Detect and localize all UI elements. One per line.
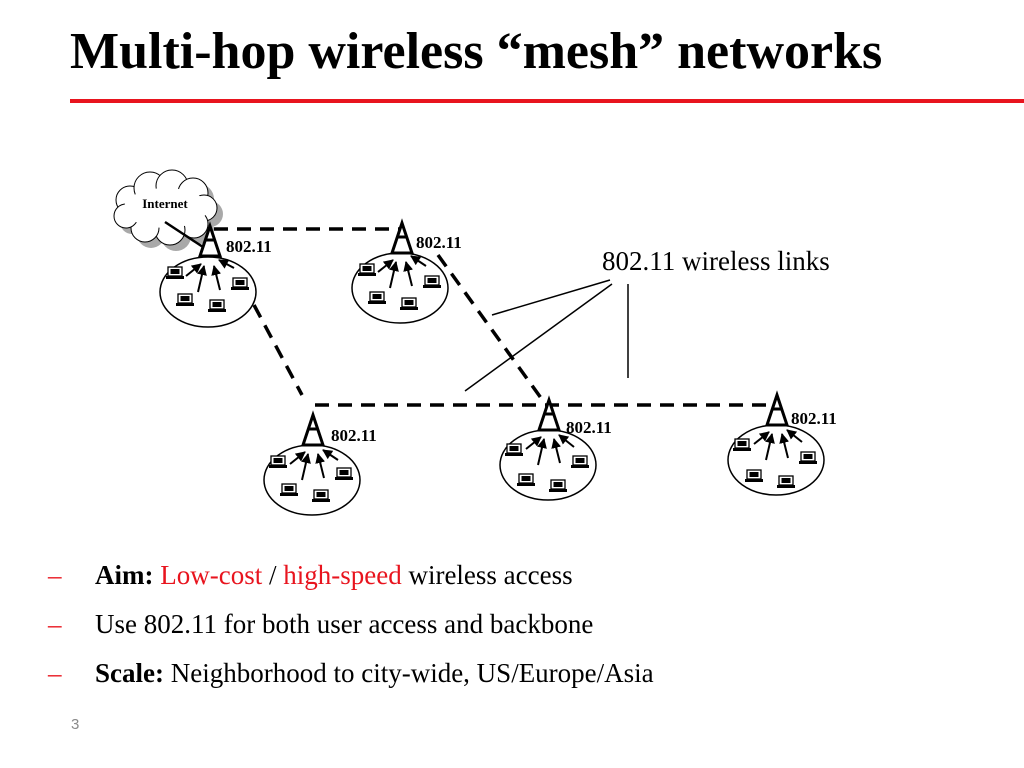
laptop-icon bbox=[230, 277, 250, 291]
laptop-icon bbox=[279, 483, 299, 497]
node-label: 802.11 bbox=[566, 418, 612, 437]
antenna-tower-icon bbox=[390, 221, 414, 255]
bullet-dash: – bbox=[48, 609, 62, 639]
callout-lines bbox=[464, 279, 629, 392]
laptop-icon bbox=[798, 451, 818, 465]
bullet-dash: – bbox=[48, 658, 62, 688]
mesh-node: 802.11 bbox=[351, 221, 462, 324]
backbone-link bbox=[252, 304, 304, 396]
laptop-icon bbox=[367, 291, 387, 305]
bullet-text: wireless access bbox=[408, 560, 573, 590]
slide-title: Multi-hop wireless “mesh” networks bbox=[70, 23, 883, 80]
laptop-icon bbox=[422, 275, 442, 289]
mesh-node: 802.11 bbox=[727, 393, 837, 496]
node-label: 802.11 bbox=[226, 237, 272, 256]
laptop-icon bbox=[744, 469, 764, 483]
node-label: 802.11 bbox=[416, 233, 462, 252]
node-label: 802.11 bbox=[331, 426, 377, 445]
internet-label: Internet bbox=[142, 196, 188, 211]
laptop-icon bbox=[357, 263, 377, 277]
laptop-icon bbox=[311, 489, 331, 503]
laptop-icon bbox=[399, 297, 419, 311]
antenna-tower-icon bbox=[765, 393, 789, 427]
node-label: 802.11 bbox=[791, 409, 837, 428]
laptop-icon bbox=[732, 438, 752, 452]
highlight-text: Low-cost bbox=[160, 560, 263, 590]
separator: / bbox=[268, 560, 277, 590]
page-number: 3 bbox=[71, 716, 80, 733]
bullet-text: Neighborhood to city-wide, US/Europe/Asi… bbox=[170, 658, 654, 688]
laptop-icon bbox=[504, 443, 524, 457]
bullet-list: – Aim: Low-cost / high-speed wireless ac… bbox=[48, 556, 654, 703]
laptop-icon bbox=[570, 455, 590, 469]
bullet-item: – Use 802.11 for both user access and ba… bbox=[48, 605, 654, 654]
bullet-item: – Scale: Neighborhood to city-wide, US/E… bbox=[48, 654, 654, 703]
bullet-heading: Aim: bbox=[95, 560, 154, 590]
mesh-node: 802.11 bbox=[499, 398, 612, 501]
laptop-icon bbox=[548, 479, 568, 493]
mesh-node: 802.11 bbox=[263, 413, 377, 516]
mesh-node: 802.11 bbox=[159, 224, 272, 328]
internet-uplink bbox=[164, 220, 207, 251]
bullet-item: – Aim: Low-cost / high-speed wireless ac… bbox=[48, 556, 654, 605]
laptop-icon bbox=[776, 475, 796, 489]
wireless-links-label: 802.11 wireless links bbox=[602, 246, 830, 276]
laptop-icon bbox=[268, 455, 288, 469]
internet-cloud: Internet bbox=[113, 169, 223, 251]
laptop-icon bbox=[334, 467, 354, 481]
bullet-text: Use 802.11 for both user access and back… bbox=[95, 609, 594, 639]
antenna-tower-icon bbox=[301, 413, 325, 447]
laptop-icon bbox=[165, 266, 185, 280]
bullet-heading: Scale: bbox=[95, 658, 164, 688]
laptop-icon bbox=[175, 293, 195, 307]
laptop-icon bbox=[207, 299, 227, 313]
bullet-dash: – bbox=[48, 560, 62, 590]
laptop-icon bbox=[516, 473, 536, 487]
highlight-text: high-speed bbox=[283, 560, 402, 590]
backbone-links bbox=[214, 227, 775, 407]
backbone-link bbox=[436, 253, 543, 400]
title-underline bbox=[70, 99, 1024, 103]
